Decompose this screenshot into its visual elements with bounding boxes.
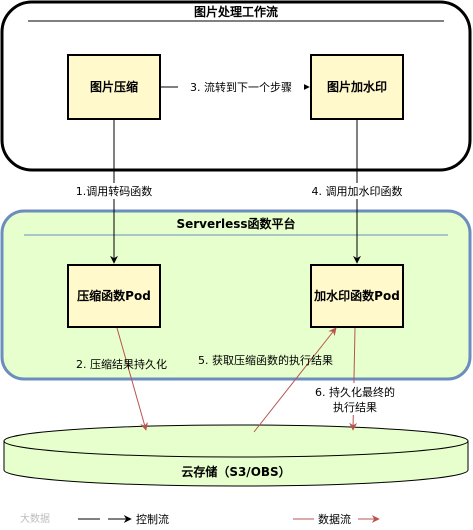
edge-fetch-compress-result-label: 5. 获取压缩函数的执行结果 xyxy=(198,353,333,367)
edge-persist-compress-label: 2. 压缩结果持久化 xyxy=(76,357,167,371)
node-watermark-pod-label: 加水印函数Pod xyxy=(313,288,400,303)
edge-persist-compress: 2. 压缩结果持久化 xyxy=(76,327,167,431)
node-watermark-pod[interactable]: 加水印函数Pod xyxy=(310,264,404,328)
legend-control-flow-label: 控制流 xyxy=(136,512,169,526)
cloud-storage-label: 云存储（S3/OBS） xyxy=(181,464,290,479)
edge-persist-final-label-line1: 6. 持久化最终的 xyxy=(315,385,395,399)
node-image-watermark-label: 图片加水印 xyxy=(327,79,387,94)
node-image-compress-label: 图片压缩 xyxy=(90,79,138,94)
edge-persist-final-label-line2: 执行结果 xyxy=(333,400,377,414)
edge-flow-next-step-label: 3. 流转到下一个步骤 xyxy=(190,80,292,94)
edge-call-watermark-label: 4. 调用加水印函数 xyxy=(312,185,403,198)
legend: 大数据 控制流 数据流 xyxy=(20,512,380,526)
legend-data-flow-label: 数据流 xyxy=(318,512,351,526)
node-image-compress[interactable]: 图片压缩 xyxy=(67,54,161,120)
node-compress-pod[interactable]: 压缩函数Pod xyxy=(67,264,161,328)
node-compress-pod-label: 压缩函数Pod xyxy=(77,288,151,303)
watermark-text: 大数据 xyxy=(20,512,50,525)
platform-group-title: Serverless函数平台 xyxy=(176,216,295,231)
edge-call-watermark: 4. 调用加水印函数 xyxy=(302,120,412,264)
edge-persist-final: 6. 持久化最终的 执行结果 xyxy=(306,327,406,431)
node-cloud-storage[interactable]: 云存储（S3/OBS） xyxy=(3,424,469,487)
edge-fetch-compress-result: 5. 获取压缩函数的执行结果 xyxy=(198,327,337,433)
platform-group: Serverless函数平台 xyxy=(0,209,472,381)
edge-call-transcode: 1.调用转码函数 xyxy=(72,120,156,264)
edge-flow-next-step: 3. 流转到下一个步骤 xyxy=(161,79,310,95)
workflow-group-title: 图片处理工作流 xyxy=(194,4,278,19)
edge-call-transcode-label: 1.调用转码函数 xyxy=(76,184,153,198)
node-image-watermark[interactable]: 图片加水印 xyxy=(310,54,404,120)
